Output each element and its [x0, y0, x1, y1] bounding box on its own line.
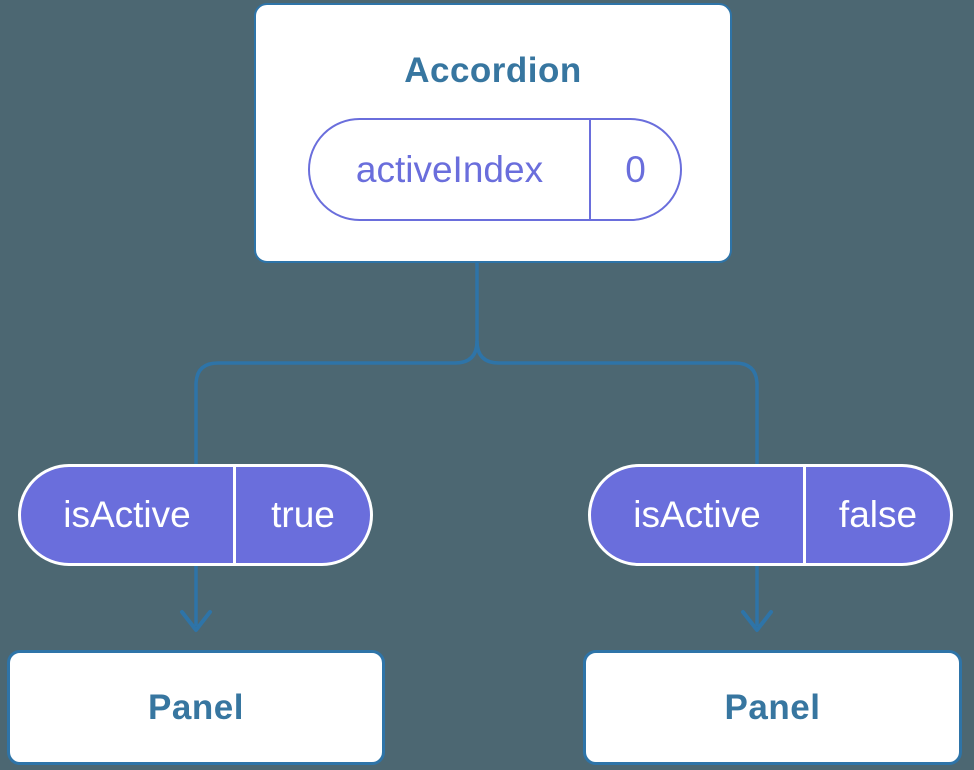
prop-value-label: true	[271, 494, 335, 535]
prop-value-label: false	[838, 494, 918, 535]
panel-label: Panel	[724, 687, 821, 727]
panel-box-right: Panel	[583, 650, 962, 765]
prop-name-label: isActive	[21, 467, 236, 563]
panel-label: Panel	[148, 687, 244, 727]
arrow-down-icon	[741, 610, 773, 632]
prop-pill-isactive-false: isActive false	[588, 464, 953, 566]
state-name-label: activeIndex	[310, 120, 591, 219]
accordion-component-card: Accordion activeIndex 0	[254, 3, 732, 263]
state-pill-activeindex: activeIndex 0	[308, 118, 682, 221]
connector-branch-left	[194, 340, 479, 626]
panel-box-left: Panel	[7, 650, 385, 765]
component-title: Accordion	[404, 51, 582, 90]
arrow-down-icon	[180, 610, 212, 632]
prop-pill-isactive-true: isActive true	[18, 464, 373, 566]
state-value-label: 0	[625, 148, 646, 190]
connector-branch-right	[475, 340, 759, 626]
prop-name-label: isActive	[591, 467, 806, 563]
